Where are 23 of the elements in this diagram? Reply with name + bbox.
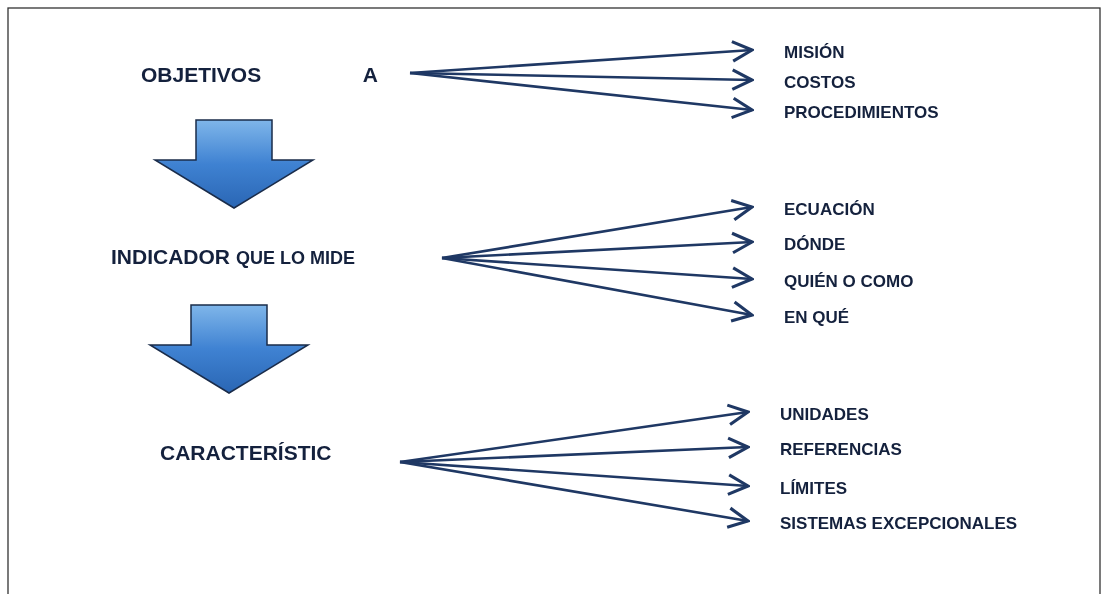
node-label: OBJETIVOS	[141, 63, 262, 87]
node-label: EN QUÉ	[784, 308, 850, 328]
node-label: QUIÉN O COMO	[784, 272, 914, 292]
arrow	[399, 460, 750, 529]
block-arrow	[152, 119, 316, 209]
node-label: QUE LO MIDE	[236, 247, 355, 269]
arrow	[441, 256, 754, 323]
node-label: SISTEMAS EXCEPCIONALES	[780, 514, 1018, 534]
node-label: PROCEDIMIENTOS	[784, 103, 939, 123]
node-label: MISIÓN	[784, 43, 845, 63]
node-label: UNIDADES	[780, 405, 869, 425]
node-label: CARACTERÍSTIC	[160, 441, 332, 465]
node-label: COSTOS	[784, 73, 856, 93]
node-label: LÍMITES	[780, 479, 848, 499]
node-label: ECUACIÓN	[784, 200, 875, 220]
arrow	[441, 199, 754, 260]
arrow	[409, 71, 754, 120]
node-label: INDICADOR	[111, 244, 230, 269]
node-label: REFERENCIAS	[780, 440, 902, 460]
arrow	[399, 403, 750, 464]
block-arrow	[147, 304, 311, 394]
node-label: A	[362, 63, 378, 87]
node-label: DÓNDE	[784, 235, 846, 255]
